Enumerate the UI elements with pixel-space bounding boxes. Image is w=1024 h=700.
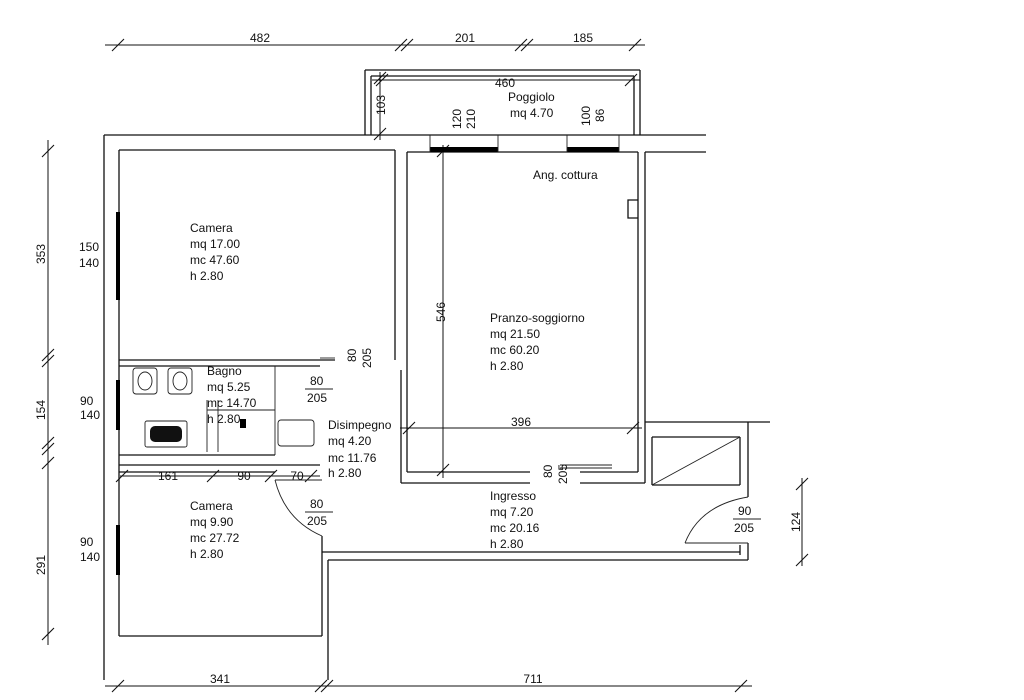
door-height: 205 [360,348,374,368]
window-height: 140 [80,408,100,422]
door-height: 205 [734,521,754,535]
room-area: mq 4.70 [510,106,554,120]
windows [116,135,620,575]
room-volume: mc 60.20 [490,343,540,357]
balcony [364,69,641,135]
dim-poggiolo-depth: 103 [374,95,388,115]
room-height: h 2.80 [490,537,524,551]
door-width: 80 [345,348,359,362]
room-name: Ang. cottura [533,168,598,182]
room-height: h 2.80 [328,466,362,480]
window-width: 90 [80,535,94,549]
window-width: 150 [79,240,99,254]
room-area: mq 9.90 [190,515,234,529]
washbasin-icon [277,419,315,447]
door-height: 205 [556,464,570,484]
room-volume: mc 27.72 [190,531,240,545]
dim-pranzo-height: 546 [434,302,448,322]
room-volume: mc 47.60 [190,253,240,267]
room-disimpegno: Disimpegno mq 4.20 mc 11.76 h 2.80 [328,418,392,480]
dim-top-1: 482 [250,31,270,45]
room-height: h 2.80 [490,359,524,373]
door-height: 205 [307,514,327,528]
room-name: Disimpegno [328,418,392,432]
dim-left-3: 291 [34,555,48,575]
room-area: mq 7.20 [490,505,534,519]
dim-interior-3: 70 [290,469,304,483]
dimension-labels: 482 201 185 341 711 353 154 291 460 103 … [34,31,803,686]
dim-left-1: 353 [34,244,48,264]
window-width: 90 [80,394,94,408]
opening-labels: 150 140 90 140 90 140 80 205 80 205 90 2… [79,106,761,564]
door-width: 80 [541,464,555,478]
window-height: 140 [80,550,100,564]
room-area: mq 5.25 [207,380,251,394]
room-name: Poggiolo [508,90,555,104]
dim-interior-1: 161 [158,469,178,483]
dim-poggiolo-width: 460 [495,76,515,90]
room-poggiolo: Poggiolo mq 4.70 [508,90,555,120]
toilet-icon [132,367,158,395]
dim-bottom-2: 711 [523,672,542,686]
dim-ingresso-right: 124 [789,512,803,532]
room-volume: mc 11.76 [328,451,377,465]
dim-interior-2: 90 [237,469,251,483]
door-width: 80 [310,497,324,511]
room-pranzo-soggiorno: Pranzo-soggiorno mq 21.50 mc 60.20 h 2.8… [490,311,585,373]
room-area: mq 17.00 [190,237,240,251]
room-ingresso: Ingresso mq 7.20 mc 20.16 h 2.80 [490,489,540,551]
room-volume: mc 14.70 [207,396,257,410]
bathroom-fixtures [132,367,315,452]
room-height: h 2.80 [190,269,224,283]
door-width: 100 [579,106,593,126]
door-height: 210 [464,109,478,129]
door-height: 86 [593,108,607,122]
dim-pranzo-width: 396 [511,415,531,429]
room-name: Bagno [207,364,242,378]
room-ang-cottura: Ang. cottura [533,168,598,182]
room-area: mq 21.50 [490,327,540,341]
dim-bottom-1: 341 [210,672,230,686]
door-width: 80 [310,374,324,388]
radiator-icon [240,419,246,428]
room-name: Pranzo-soggiorno [490,311,585,325]
door-width: 120 [450,109,464,129]
window-height: 140 [79,256,99,270]
room-bagno: Bagno mq 5.25 mc 14.70 h 2.80 [207,364,257,426]
room-volume: mc 20.16 [490,521,540,535]
room-area: mq 4.20 [328,434,372,448]
door-width: 90 [738,504,752,518]
room-height: h 2.80 [190,547,224,561]
door-height: 205 [307,391,327,405]
room-camera-1: Camera mq 17.00 mc 47.60 h 2.80 [190,221,240,283]
room-name: Camera [190,499,233,513]
doors [274,357,749,544]
room-name: Camera [190,221,233,235]
sink-icon [144,420,188,448]
dim-top-3: 185 [573,31,593,45]
bidet-icon [167,367,193,395]
dim-left-2: 154 [34,400,48,420]
room-camera-2: Camera mq 9.90 mc 27.72 h 2.80 [190,499,240,561]
walls [103,134,770,680]
room-height: h 2.80 [207,412,241,426]
dim-top-2: 201 [455,31,475,45]
room-name: Ingresso [490,489,536,503]
